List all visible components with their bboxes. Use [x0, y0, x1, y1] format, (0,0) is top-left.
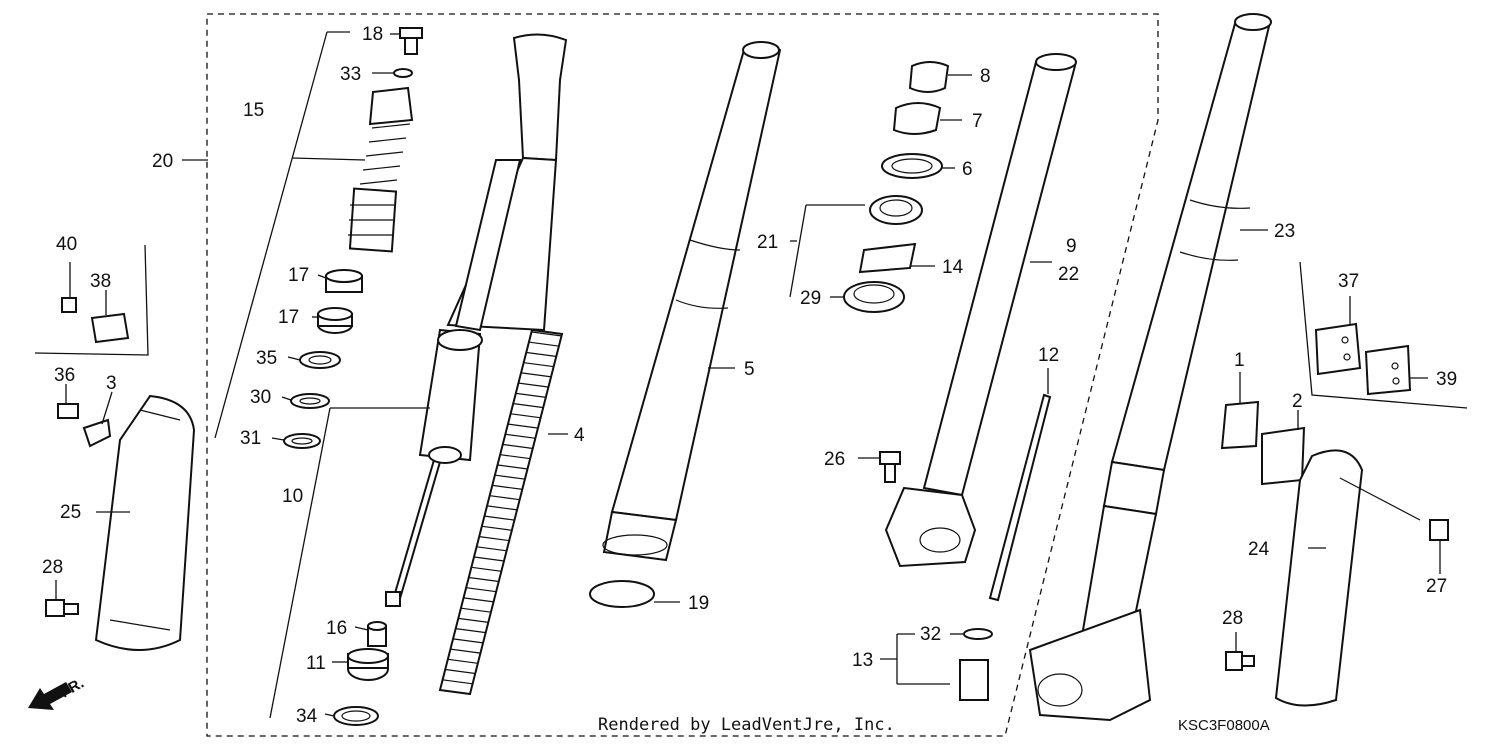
label-8: 8: [980, 66, 991, 87]
part-26-bolt: [858, 451, 901, 483]
part-37-clamp: [1314, 296, 1362, 376]
label-10: 10: [282, 486, 303, 507]
label-30: 30: [250, 387, 271, 408]
label-33: 33: [340, 64, 361, 85]
part-37-39-bracket-frame: [1299, 261, 1468, 409]
label-35: 35: [256, 348, 277, 369]
part-35-washer: [299, 351, 341, 369]
part-25-fork-guard: [94, 394, 196, 651]
part-13-drain-bolt-group: [880, 628, 993, 701]
part-30-washer: [290, 393, 330, 409]
part-1-clamp: [1220, 372, 1260, 450]
label-17-lower: 17: [278, 307, 299, 328]
part-31-washer: [283, 433, 321, 449]
label-20: 20: [152, 151, 173, 172]
label-26: 26: [824, 449, 845, 470]
label-39: 39: [1436, 369, 1457, 390]
label-13: 13: [852, 650, 873, 671]
assembly-boundary: [206, 13, 1159, 737]
label-18: 18: [362, 24, 383, 45]
label-21: 21: [757, 232, 778, 253]
callout-labels: 18 33 15 20 17 17 35 30 31 10 16 11 34 4…: [42, 24, 1457, 727]
label-16: 16: [326, 618, 347, 639]
label-15: 15: [243, 100, 264, 121]
label-28-right: 28: [1222, 608, 1243, 629]
label-25: 25: [60, 502, 81, 523]
label-28-left: 28: [42, 557, 63, 578]
label-40: 40: [56, 234, 77, 255]
part-4-fork-spring: [438, 328, 568, 696]
part-7-stopper: [892, 102, 962, 135]
part-3-clip: [82, 391, 113, 448]
part-38-clamp: [90, 290, 130, 344]
label-1: 1: [1234, 350, 1245, 371]
label-19: 19: [688, 593, 709, 614]
label-34: 34: [296, 706, 318, 727]
part-2-clamp: [1261, 410, 1306, 486]
diagram-code: KSC3F0800A: [1178, 717, 1270, 734]
label-36: 36: [54, 365, 75, 386]
label-22: 22: [1058, 264, 1079, 285]
part-19-circlip: [589, 580, 655, 608]
label-11: 11: [306, 653, 326, 674]
label-32: 32: [920, 624, 941, 645]
label-24: 24: [1248, 539, 1270, 560]
label-37: 37: [1338, 271, 1359, 292]
label-17-upper: 17: [288, 265, 309, 286]
part-40-bolt: [61, 262, 77, 313]
part-18-bolt: [390, 27, 423, 55]
front-direction-arrow: [28, 682, 72, 710]
label-5: 5: [744, 359, 755, 380]
label-38: 38: [90, 271, 111, 292]
cartridge-bracket: [182, 31, 350, 439]
part-5-outer-tube: [602, 41, 782, 562]
part-9-outer-tube: [884, 53, 1078, 568]
part-39-clamp: [1364, 344, 1428, 396]
label-27: 27: [1426, 576, 1447, 597]
label-6: 6: [962, 159, 973, 180]
part-21-bracket: [789, 204, 865, 298]
part-15-damper-cartridge: [291, 86, 414, 253]
part-8-collar: [908, 61, 972, 93]
label-4: 4: [574, 425, 585, 446]
part-21-oil-seal: [869, 195, 923, 225]
label-23: 23: [1274, 221, 1295, 242]
label-2: 2: [1292, 391, 1303, 412]
label-29: 29: [800, 288, 821, 309]
part-6-seal: [881, 153, 955, 179]
render-credit: Rendered by LeadVentJre, Inc.: [598, 715, 895, 735]
part-34-dust-ring: [333, 706, 379, 726]
part-28-bolt-right: [1225, 632, 1255, 671]
part-40-38-bracket-frame: [34, 244, 149, 356]
label-9: 9: [1066, 236, 1077, 257]
part-23-fork-leg: [1028, 13, 1272, 722]
label-31: 31: [240, 428, 261, 449]
label-14: 14: [942, 257, 964, 278]
part-14-clip: [858, 242, 935, 274]
part-24-fork-guard: [1274, 449, 1421, 707]
label-3: 3: [106, 373, 117, 394]
part-12-rod: [988, 368, 1052, 602]
part-27-bolt: [1429, 519, 1449, 574]
part-29-seal: [830, 281, 905, 313]
label-7: 7: [972, 111, 983, 132]
part-36-bolt: [57, 384, 79, 419]
part-28-bolt-left: [45, 580, 79, 617]
label-12: 12: [1038, 345, 1059, 366]
part-33-oring: [393, 68, 413, 78]
part-10-damper-rod-assembly: [269, 33, 568, 719]
